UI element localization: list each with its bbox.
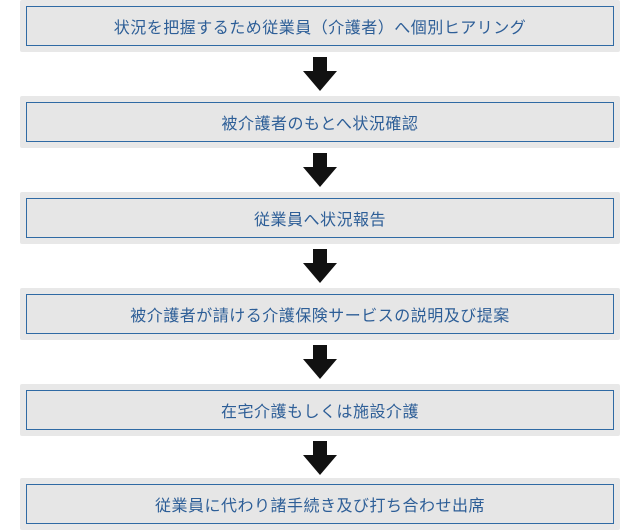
step-2-label: 被介護者のもとへ状況確認	[221, 114, 419, 133]
down-arrow-icon	[303, 441, 337, 475]
step-5-frame: 在宅介護もしくは施設介護	[26, 390, 614, 430]
step-5-box: 在宅介護もしくは施設介護	[20, 384, 620, 436]
step-6-label: 従業員に代わり諸手続き及び打ち合わせ出席	[154, 496, 485, 515]
step-3-frame: 従業員へ状況報告	[26, 198, 614, 238]
step-2-box: 被介護者のもとへ状況確認	[20, 96, 620, 148]
step-3-box: 従業員へ状況報告	[20, 192, 620, 244]
step-1-frame: 状況を把握するため従業員（介護者）へ個別ヒアリング	[26, 6, 614, 46]
step-4-frame: 被介護者が請ける介護保険サービスの説明及び提案	[26, 294, 614, 334]
step-1-label: 状況を把握するため従業員（介護者）へ個別ヒアリング	[113, 18, 527, 37]
step-4-label: 被介護者が請ける介護保険サービスの説明及び提案	[130, 306, 510, 325]
step-6-frame: 従業員に代わり諸手続き及び打ち合わせ出席	[26, 484, 614, 524]
step-3-label: 従業員へ状況報告	[253, 210, 386, 229]
step-4-box: 被介護者が請ける介護保険サービスの説明及び提案	[20, 288, 620, 340]
down-arrow-icon	[303, 57, 337, 91]
down-arrow-icon	[303, 249, 337, 283]
step-1-box: 状況を把握するため従業員（介護者）へ個別ヒアリング	[20, 0, 620, 52]
step-6-box: 従業員に代わり諸手続き及び打ち合わせ出席	[20, 478, 620, 530]
down-arrow-icon	[303, 345, 337, 379]
step-2-frame: 被介護者のもとへ状況確認	[26, 102, 614, 142]
step-5-label: 在宅介護もしくは施設介護	[220, 402, 419, 421]
down-arrow-icon	[303, 153, 337, 187]
